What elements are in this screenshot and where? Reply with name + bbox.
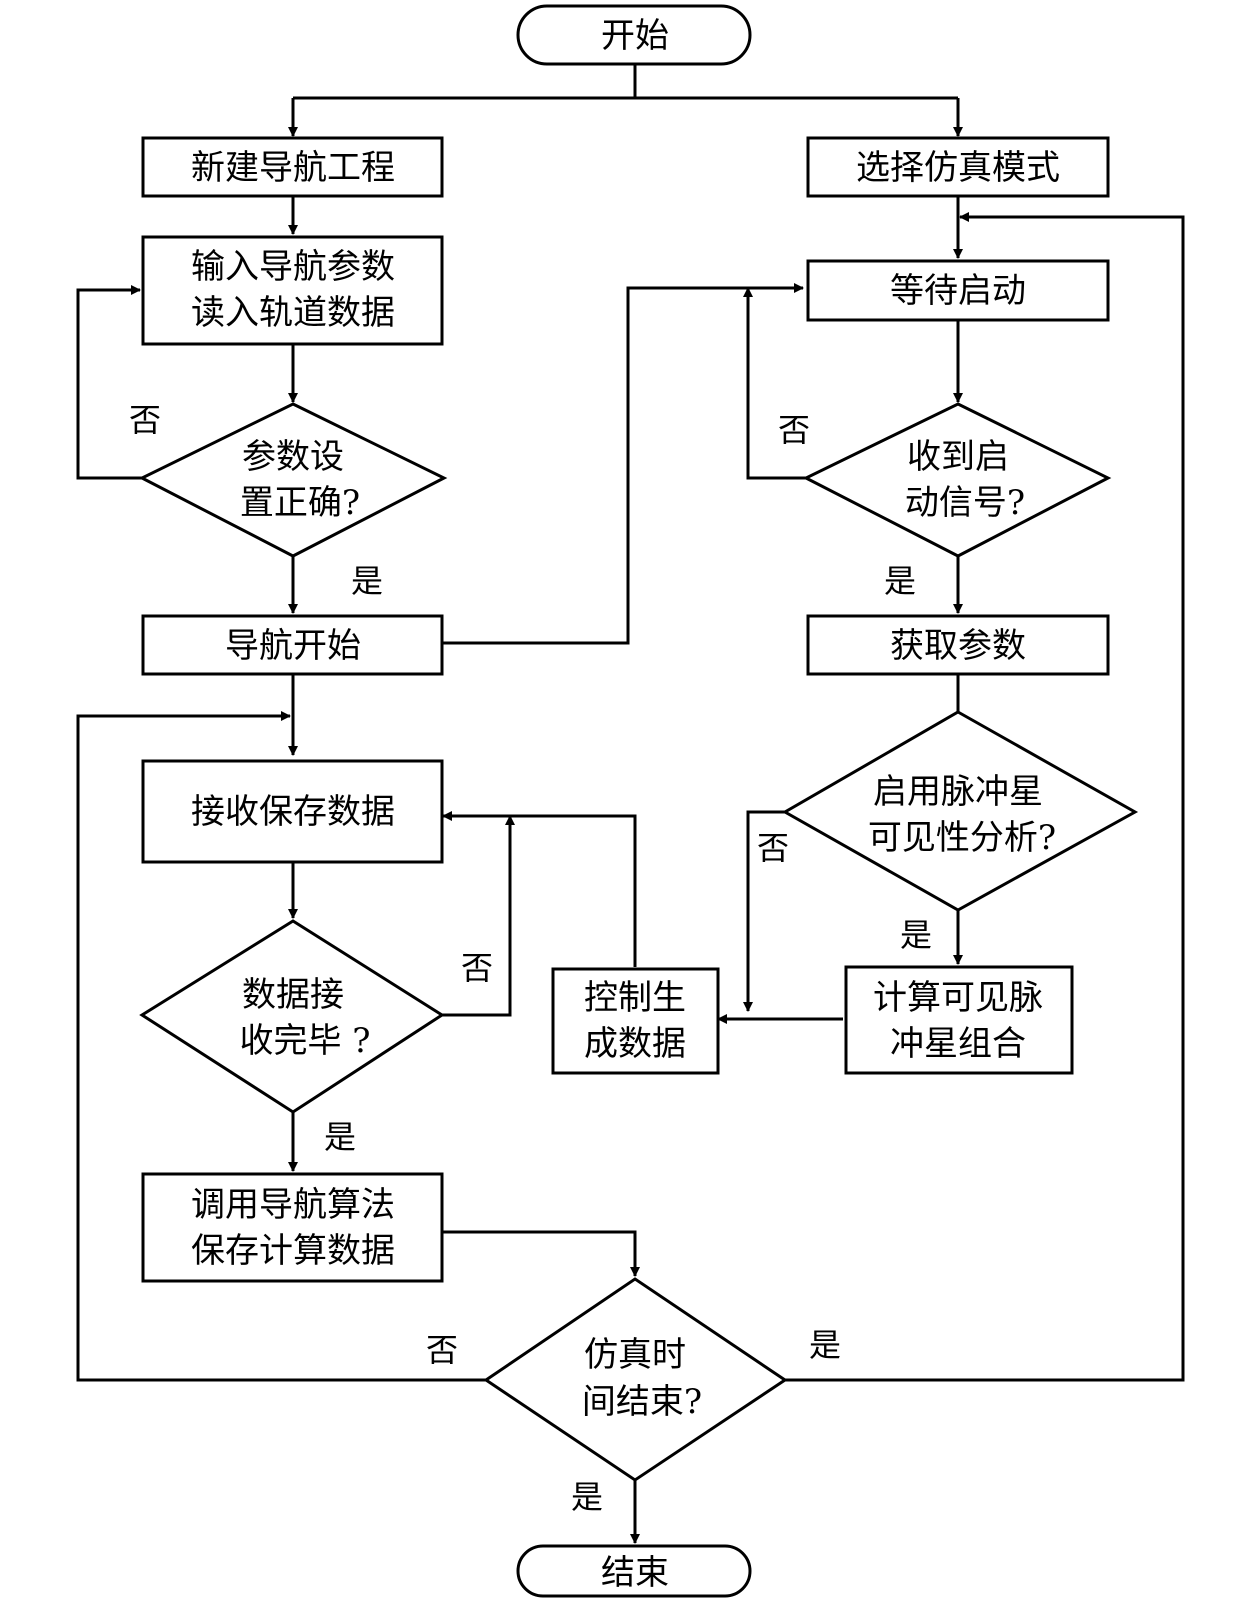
start-signal-yes-label: 是 — [884, 562, 916, 600]
pulsar-no-label: 否 — [757, 829, 789, 867]
data-done-no-label: 否 — [461, 949, 493, 987]
edge-pulsar-no — [743, 810, 785, 1012]
data-done-decision — [139, 919, 445, 1114]
wait-start-box — [806, 259, 1110, 322]
params-ok-text-1: 参数设 — [242, 437, 344, 477]
pulsar-yes-label: 是 — [900, 916, 932, 954]
control-gen-box — [551, 967, 720, 1075]
end-terminal — [516, 1544, 752, 1598]
start-text: 开始 — [601, 16, 669, 56]
wait-start-text: 等待启动 — [890, 271, 1026, 311]
start-signal-text-2: 动信号? — [905, 483, 1025, 523]
select-mode-box — [806, 136, 1110, 198]
calc-pulsar-box — [844, 965, 1074, 1075]
nav-start-text: 导航开始 — [225, 626, 361, 666]
params-ok-yes-label: 是 — [351, 562, 383, 600]
new-project-box — [141, 136, 444, 198]
end-text: 结束 — [601, 1553, 669, 1593]
sim-end-to-end-yes-label: 是 — [571, 1478, 603, 1516]
edge-params-no-loop — [76, 285, 142, 480]
start-signal-text-1: 收到启 — [907, 437, 1009, 477]
control-gen-text-1: 控制生 — [584, 978, 686, 1018]
sim-end-decision — [483, 1277, 788, 1482]
data-done-text-2: 收完毕 ? — [239, 1021, 370, 1061]
edge-algo-to-sim-end — [440, 1230, 640, 1277]
data-done-yes-label: 是 — [324, 1118, 356, 1156]
new-project-text: 新建导航工程 — [191, 148, 395, 188]
sim-end-text-1: 仿真时 — [584, 1335, 686, 1375]
nav-algo-text-1: 调用导航算法 — [191, 1185, 395, 1225]
edge-sim-end-no — [76, 711, 486, 1382]
nav-start-box — [141, 614, 444, 676]
calc-pulsar-text-1: 计算可见脉 — [873, 978, 1043, 1018]
pulsar-analysis-text-2: 可见性分析? — [868, 818, 1056, 858]
get-params-box — [806, 614, 1110, 676]
edge-control-to-receive — [442, 811, 637, 967]
start-terminal — [516, 4, 752, 66]
select-mode-text: 选择仿真模式 — [856, 148, 1060, 188]
pulsar-analysis-text-1: 启用脉冲星 — [873, 772, 1043, 812]
sim-end-no-label: 否 — [426, 1331, 458, 1369]
receive-save-text: 接收保存数据 — [191, 792, 395, 832]
control-gen-text-2: 成数据 — [584, 1024, 686, 1064]
pulsar-analysis-decision — [781, 710, 1139, 912]
edge-nav-start-to-wait — [440, 283, 804, 645]
params-ok-decision — [138, 402, 448, 558]
start-signal-no-label: 否 — [778, 411, 810, 449]
edge-data-done-no — [440, 815, 515, 1017]
edge-start-signal-no — [743, 287, 806, 480]
input-params-text-2: 读入轨道数据 — [191, 293, 395, 333]
sim-end-yes-label: 是 — [809, 1326, 841, 1364]
data-done-text-1: 数据接 — [242, 975, 344, 1015]
nav-algo-text-2: 保存计算数据 — [191, 1231, 395, 1271]
start-signal-decision — [802, 402, 1112, 558]
receive-save-box — [141, 759, 444, 864]
get-params-text: 获取参数 — [890, 626, 1026, 666]
edge-sim-end-yes — [785, 212, 1185, 1382]
calc-pulsar-text-2: 冲星组合 — [890, 1024, 1026, 1064]
params-ok-no-label: 否 — [129, 401, 161, 439]
sim-end-text-2: 间结束? — [582, 1382, 702, 1422]
input-params-box — [141, 235, 444, 346]
input-params-text-1: 输入导航参数 — [191, 247, 395, 287]
params-ok-text-2: 置正确? — [240, 483, 360, 523]
nav-algo-box — [141, 1172, 444, 1283]
